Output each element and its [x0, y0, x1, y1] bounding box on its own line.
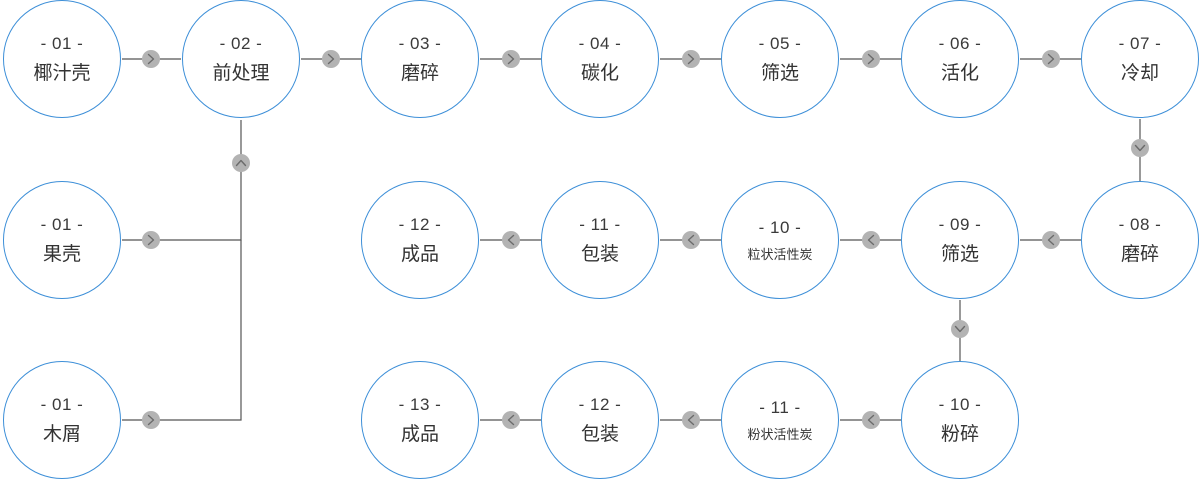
connector-line	[122, 240, 242, 421]
node-label: 磨碎	[1120, 244, 1159, 265]
process-node-n06[interactable]: - 06 - 活化	[901, 0, 1019, 118]
process-node-b01[interactable]: - 01 - 木屑	[3, 361, 121, 479]
arrow-right-icon	[142, 411, 160, 429]
arrow-left-icon	[862, 231, 880, 249]
process-node-n03[interactable]: - 03 - 磨碎	[361, 0, 479, 118]
node-label: 碳化	[580, 63, 619, 84]
node-code: - 04 -	[578, 34, 622, 53]
node-label: 前处理	[212, 63, 270, 84]
process-node-b10[interactable]: - 10 - 粉碎	[901, 361, 1019, 479]
arrow-down-icon	[951, 320, 969, 338]
node-label: 木屑	[42, 424, 81, 445]
node-label: 粉碎	[940, 424, 979, 445]
node-label: 椰汁壳	[33, 63, 91, 84]
node-label: 筛选	[760, 63, 799, 84]
node-code: - 05 -	[758, 34, 802, 53]
arrow-right-icon	[322, 50, 340, 68]
process-node-n04[interactable]: - 04 - 碳化	[541, 0, 659, 118]
node-code: - 02 -	[219, 34, 263, 53]
node-code: - 09 -	[938, 215, 982, 234]
process-node-m10[interactable]: - 10 - 粒状活性炭	[721, 181, 839, 299]
arrow-down-icon	[1131, 139, 1149, 157]
arrow-left-icon	[502, 411, 520, 429]
arrow-right-icon	[502, 50, 520, 68]
node-code: - 01 -	[40, 395, 84, 414]
arrow-left-icon	[682, 231, 700, 249]
node-code: - 11 -	[579, 215, 621, 234]
arrow-up-icon	[232, 154, 250, 172]
node-code: - 12 -	[398, 215, 442, 234]
arrow-right-icon	[682, 50, 700, 68]
node-code: - 01 -	[40, 34, 84, 53]
node-label: 筛选	[940, 244, 979, 265]
node-label: 粉状活性炭	[747, 427, 813, 442]
node-label: 磨碎	[400, 63, 439, 84]
arrow-right-icon	[862, 50, 880, 68]
node-code: - 03 -	[398, 34, 442, 53]
node-label: 成品	[400, 424, 439, 445]
process-node-m01[interactable]: - 01 - 果壳	[3, 181, 121, 299]
node-code: - 12 -	[578, 395, 622, 414]
process-node-m12[interactable]: - 12 - 成品	[361, 181, 479, 299]
node-code: - 07 -	[1118, 34, 1162, 53]
node-code: - 10 -	[758, 218, 802, 237]
process-node-m08[interactable]: - 08 - 磨碎	[1081, 181, 1199, 299]
node-code: - 10 -	[938, 395, 982, 414]
process-node-b13[interactable]: - 13 - 成品	[361, 361, 479, 479]
node-label: 包装	[580, 244, 619, 265]
node-label: 冷却	[1120, 63, 1159, 84]
node-code: - 11 -	[759, 398, 801, 417]
arrow-left-icon	[682, 411, 700, 429]
node-code: - 08 -	[1118, 215, 1162, 234]
process-node-b11[interactable]: - 11 - 粉状活性炭	[721, 361, 839, 479]
process-node-b12[interactable]: - 12 - 包装	[541, 361, 659, 479]
process-node-n01[interactable]: - 01 - 椰汁壳	[3, 0, 121, 118]
arrow-left-icon	[862, 411, 880, 429]
arrow-right-icon	[142, 50, 160, 68]
node-label: 成品	[400, 244, 439, 265]
process-node-n05[interactable]: - 05 - 筛选	[721, 0, 839, 118]
node-code: - 13 -	[398, 395, 442, 414]
arrow-left-icon	[502, 231, 520, 249]
node-label: 粒状活性炭	[747, 247, 813, 262]
process-node-n02[interactable]: - 02 - 前处理	[182, 0, 300, 118]
process-node-n07[interactable]: - 07 - 冷却	[1081, 0, 1199, 118]
connector-line	[122, 120, 242, 241]
process-node-m11[interactable]: - 11 - 包装	[541, 181, 659, 299]
node-label: 包装	[580, 424, 619, 445]
arrow-left-icon	[1042, 231, 1060, 249]
arrow-right-icon	[1042, 50, 1060, 68]
node-code: - 06 -	[938, 34, 982, 53]
process-node-m09[interactable]: - 09 - 筛选	[901, 181, 1019, 299]
node-code: - 01 -	[40, 215, 84, 234]
node-label: 果壳	[42, 244, 81, 265]
node-label: 活化	[940, 63, 979, 84]
arrow-right-icon	[142, 231, 160, 249]
